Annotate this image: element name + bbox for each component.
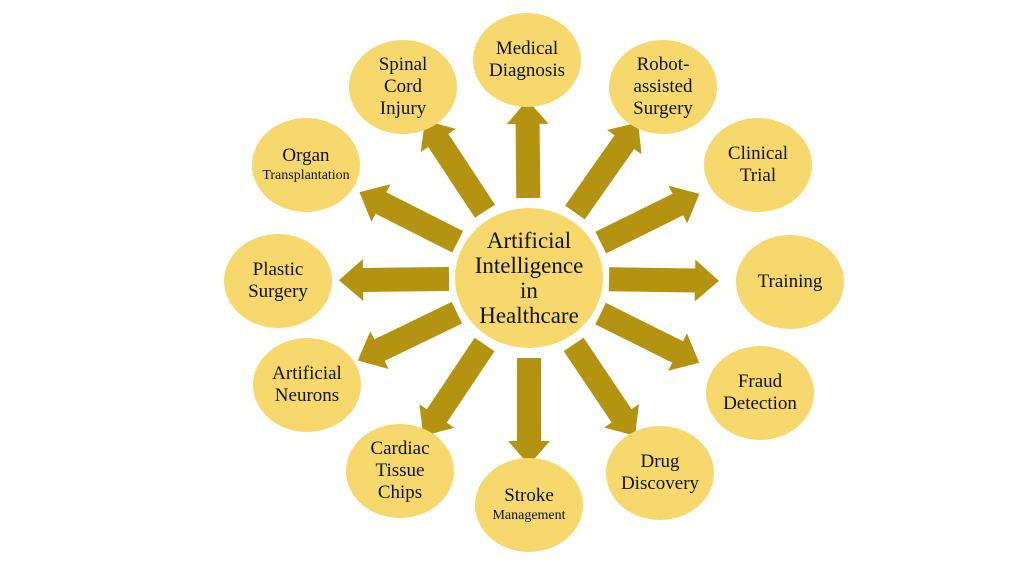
center-line: in (520, 278, 538, 303)
arrow-to-spinal-cord-injury (420, 120, 495, 218)
node-cardiac-tissue-chips: Cardiac Tissue Chips (346, 424, 454, 518)
node-label-line: assisted (633, 76, 693, 97)
node-label-line: Tissue (375, 460, 425, 481)
center-line: Healthcare (479, 303, 579, 328)
arrow-to-training (608, 259, 719, 302)
node-label-line: Organ (282, 145, 330, 166)
arrow-to-organ-transplantation (359, 184, 464, 253)
arrow-to-plastic-surgery (339, 259, 450, 301)
node-robot-assisted-surgery: Robot- assisted Surgery (609, 40, 717, 134)
node-label-line: Training (757, 271, 823, 292)
node-label-line: Spinal (378, 54, 428, 75)
node-label-line: Plastic (252, 259, 304, 280)
node-artificial-neurons: Artificial Neurons (253, 338, 361, 432)
node-label-line: Stroke (504, 485, 554, 506)
arrow-to-fraud-detection (595, 302, 700, 371)
node-label-line: Discovery (620, 473, 700, 494)
arrow-to-medical-diagnosis (506, 100, 549, 199)
node-drug-discovery: Drug Discovery (606, 426, 714, 520)
center-node: Artificial Intelligence in Healthcare (455, 208, 603, 348)
node-label-line: Neurons (274, 385, 340, 406)
node-label-line: Surgery (248, 281, 308, 302)
node-medical-diagnosis: Medical Diagnosis (473, 13, 581, 107)
node-label-line: Medical (495, 38, 559, 59)
node-label-line: Robot- (636, 54, 690, 75)
node-label-line: Cord (384, 76, 422, 97)
node-fraud-detection: Fraud Detection (706, 346, 814, 440)
node-label-line: Diagnosis (489, 60, 565, 81)
node-plastic-surgery: Plastic Surgery (224, 234, 332, 328)
center-line: Intelligence (474, 253, 584, 278)
node-label-line: Detection (723, 393, 797, 414)
node-label-line: Injury (379, 98, 427, 119)
node-training: Training (736, 235, 844, 329)
arrow-to-artificial-neurons (357, 301, 463, 369)
node-label-line: Trial (739, 165, 777, 186)
node-stroke-management: Stroke Management (475, 458, 583, 552)
node-organ-transplantation: Organ Transplantation (252, 118, 360, 212)
node-label-line: Drug (640, 451, 680, 472)
arrow-to-robot-assisted-surgery (565, 122, 642, 220)
center-line: Artificial (486, 228, 572, 253)
node-label-line: Transplantation (262, 168, 350, 183)
arrow-to-stroke-management (508, 358, 550, 465)
node-label-line: Cardiac (370, 438, 430, 459)
node-clinical-trial: Clinical Trial (704, 118, 812, 212)
node-spinal-cord-injury: Spinal Cord Injury (349, 40, 457, 134)
node-label-line: Fraud (737, 371, 783, 392)
node-label-line: Surgery (633, 98, 693, 119)
node-label-line: Management (492, 508, 566, 523)
arrow-to-clinical-trial (595, 185, 700, 254)
node-label-line: Chips (377, 482, 423, 503)
node-label-line: Clinical (727, 143, 789, 164)
arrow-to-cardiac-tissue-chips (419, 337, 495, 436)
arrow-to-drug-discovery (563, 337, 639, 436)
node-label-line: Artificial (272, 363, 342, 384)
